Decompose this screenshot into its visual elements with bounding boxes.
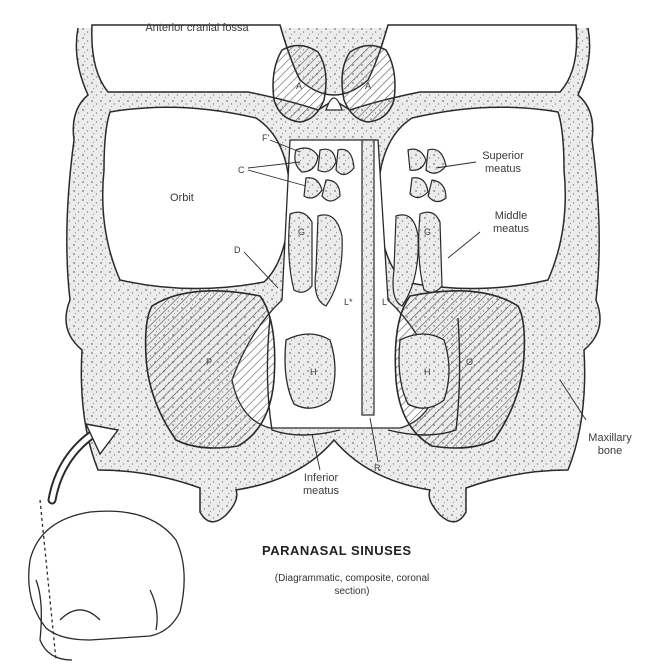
letter-p-right: O — [466, 356, 473, 369]
letter-l-right: L* — [382, 296, 391, 309]
letter-d: D — [234, 244, 241, 257]
orbit-label: Orbit — [170, 192, 194, 205]
letter-f-prime: F' — [262, 132, 269, 145]
middle-meatus-label: Middle meatus — [476, 210, 546, 236]
letter-p-left: P — [206, 356, 212, 369]
middle-concha-left — [289, 212, 312, 292]
letter-r: R — [374, 462, 381, 475]
letter-c: C — [238, 164, 245, 177]
diagram-title: PARANASAL SINUSES — [262, 543, 412, 558]
diagram-subtitle: (Diagrammatic, composite, coronal sectio… — [272, 572, 432, 598]
letter-h-left: H — [310, 366, 317, 379]
maxillary-bone-label: Maxillary bone — [580, 432, 640, 458]
letter-g-right: G — [424, 226, 431, 239]
nasal-septum — [362, 140, 374, 415]
letter-a-left: A — [296, 80, 302, 93]
anterior-cranial-fossa-label: Anterior cranial fossa — [142, 22, 252, 35]
letter-a-right: A — [365, 80, 371, 93]
letter-l-left: L* — [344, 296, 353, 309]
letter-h-right: H — [424, 366, 431, 379]
middle-concha-right — [419, 212, 442, 292]
skull-inset — [29, 500, 184, 660]
letter-g-left: G — [298, 226, 305, 239]
inferior-meatus-label: Inferior meatus — [286, 472, 356, 498]
superior-meatus-label: Superior meatus — [468, 150, 538, 176]
